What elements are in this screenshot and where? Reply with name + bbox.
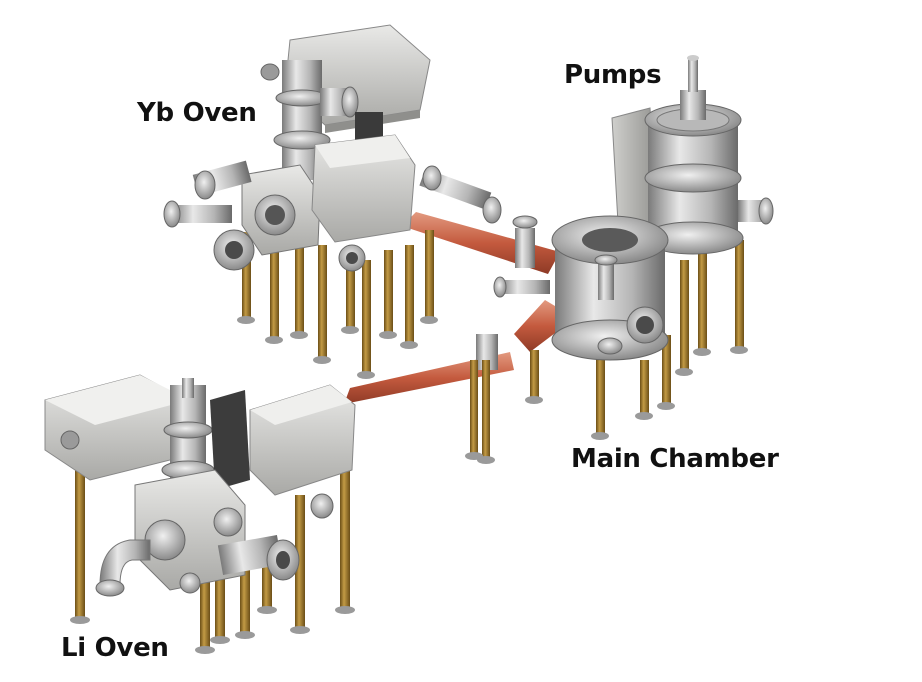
li-oven-assembly [44, 374, 356, 654]
pump-legs [675, 240, 748, 376]
label-li-oven: Li Oven [61, 633, 169, 663]
main-side-port [493, 215, 550, 298]
pumps-assembly [611, 55, 774, 376]
main-chamber-body [551, 215, 669, 361]
label-main-chamber: Main Chamber [571, 444, 779, 474]
yb-ports [163, 160, 502, 272]
label-pumps: Pumps [564, 60, 662, 90]
yb-cube [241, 164, 321, 256]
li-ports [95, 493, 334, 597]
main-flange-stub [465, 334, 498, 464]
main-legs [525, 335, 675, 440]
li-legs [70, 450, 355, 654]
yb-side-box [311, 134, 416, 243]
yb-legs [237, 230, 438, 379]
li-cube [134, 469, 246, 591]
label-yb-oven: Yb Oven [137, 98, 257, 128]
li-right-box [249, 384, 356, 496]
yb-oven-assembly [163, 24, 502, 379]
beam-tube-li [344, 300, 575, 404]
main-chamber-assembly [465, 215, 675, 464]
pump-body [642, 55, 774, 255]
